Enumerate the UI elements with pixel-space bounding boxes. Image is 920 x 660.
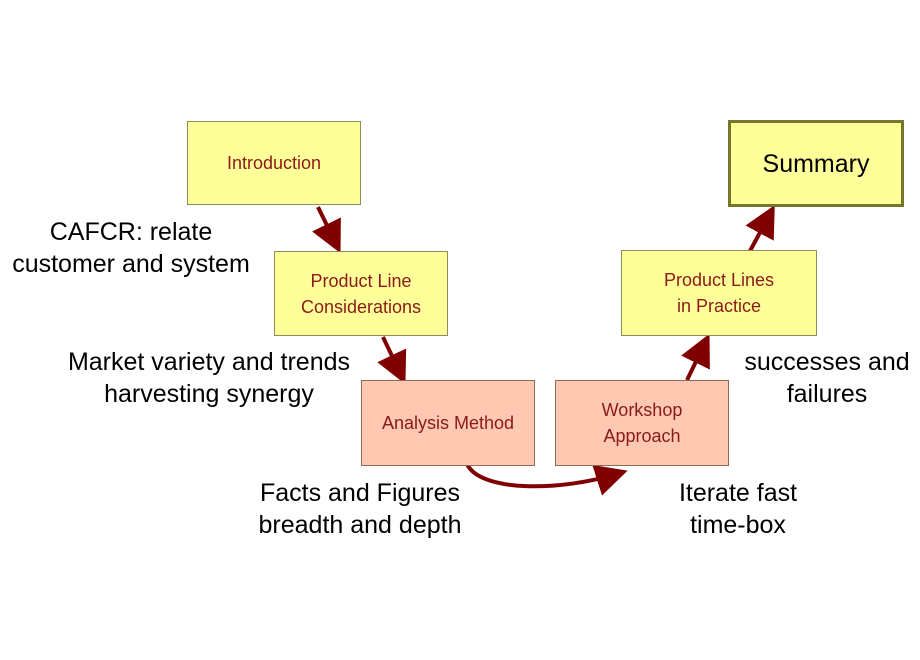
arrow-considerations-to-analysis [377, 336, 407, 385]
arrow-practice-to-summary [745, 204, 775, 252]
arrow-workshop-to-practice [681, 333, 710, 381]
cafcr-note: CAFCR: relate customer and system [12, 218, 250, 278]
market-note: Market variety and trends harvesting syn… [67, 348, 351, 408]
arrow-analysis-to-workshop [465, 462, 628, 496]
analysis-method-box: Analysis Method [361, 380, 535, 466]
product-line-considerations-box: Product Line Considerations [274, 251, 448, 336]
facts-note: Facts and Figures breadth and depth [258, 479, 462, 539]
introduction-box: Introduction [187, 121, 361, 205]
summary-box: Summary [728, 120, 904, 207]
iterate-note: Iterate fast time-box [678, 479, 798, 539]
arrow-introduction-to-considerations [312, 206, 341, 254]
product-lines-in-practice-box: Product Lines in Practice [621, 250, 817, 336]
workshop-approach-box: Workshop Approach [555, 380, 729, 466]
successes-note: successes and failures [744, 348, 910, 408]
